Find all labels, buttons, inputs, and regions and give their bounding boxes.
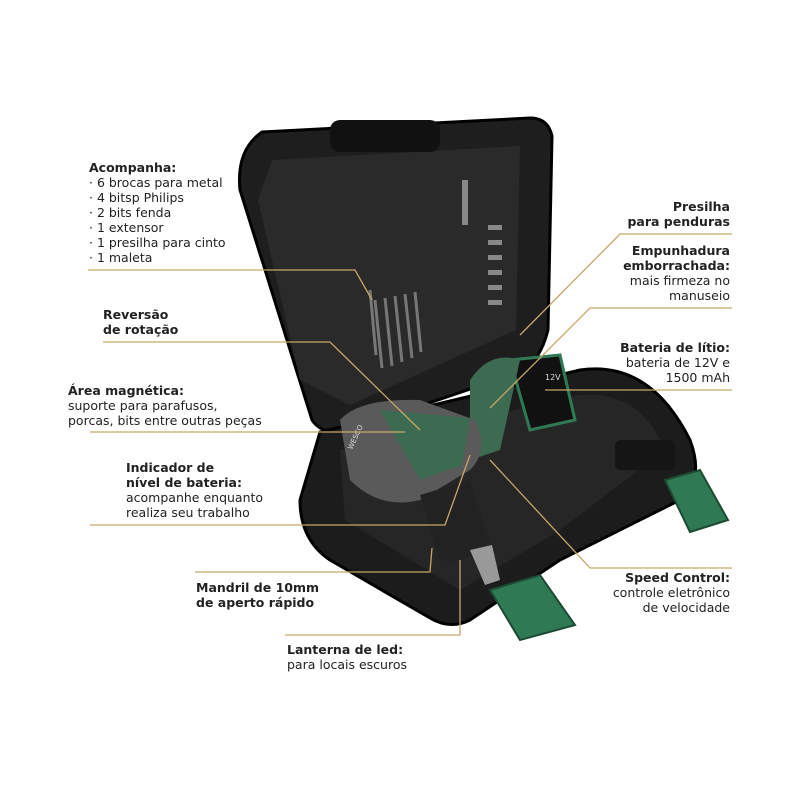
callout-title: Lanterna de led: — [287, 642, 404, 657]
latch-left — [488, 573, 577, 642]
callout-text: porcas, bits entre outras peças — [68, 413, 262, 428]
callout-text: 1500 mAh — [665, 370, 730, 385]
callout-presilha: Presilha para penduras — [627, 199, 730, 229]
callout-reversao: Reversão de rotação — [103, 307, 178, 337]
callout-title: Bateria de lítio: — [620, 340, 730, 355]
battery — [508, 353, 577, 432]
callout-text: suporte para parafusos, — [68, 398, 218, 413]
list-item: · 1 extensor — [89, 220, 164, 235]
callout-title: nível de bateria: — [126, 475, 242, 490]
case-lid-inner — [258, 146, 520, 405]
callout-title: Mandril de 10mm — [196, 580, 320, 595]
list-item: · 2 bits fenda — [89, 205, 172, 220]
case-handle — [330, 120, 440, 152]
callout-text: manuseio — [668, 288, 730, 303]
callout-title: Presilha — [672, 199, 730, 214]
callout-title: Empunhadura — [631, 243, 730, 258]
callout-text: acompanhe enquanto — [126, 490, 264, 505]
callout-speed-control: Speed Control: controle eletrônico de ve… — [613, 570, 730, 615]
screwdriver-bits — [462, 180, 502, 305]
callout-text: bateria de 12V e — [625, 355, 730, 370]
callout-title: de rotação — [103, 322, 179, 337]
callout-title: de aperto rápido — [196, 595, 315, 610]
callout-title: emborrachada: — [623, 258, 730, 273]
callout-empunhadura: Empunhadura emborrachada: mais firmeza n… — [623, 243, 730, 303]
callout-title: Speed Control: — [625, 570, 730, 585]
callout-text: de velocidade — [642, 600, 730, 615]
callout-acompanha: Acompanha: · 6 brocas para metal · 4 bit… — [89, 160, 226, 265]
latch-right — [663, 468, 730, 534]
callout-area-magnetica: Área magnética: suporte para parafusos, … — [68, 383, 262, 428]
callout-bateria: Bateria de lítio: bateria de 12V e 1500 … — [620, 340, 730, 385]
callout-text: controle eletrônico — [612, 585, 730, 600]
callout-title: Reversão — [103, 307, 169, 322]
callout-text: para locais escuros — [287, 657, 408, 672]
callout-title: para penduras — [627, 214, 730, 229]
chuck-tip — [470, 545, 500, 585]
charger — [615, 440, 675, 470]
callout-indicador: Indicador de nível de bateria: acompanhe… — [126, 460, 263, 520]
battery-label: 12V — [545, 373, 561, 382]
callout-title: Área magnética: — [68, 383, 184, 398]
drill-bits — [368, 289, 423, 369]
drill-chuck — [420, 480, 490, 561]
callout-text: mais firmeza no — [629, 273, 730, 288]
drill-grip — [470, 357, 520, 460]
callout-lanterna: Lanterna de led: para locais escuros — [287, 642, 407, 672]
list-item: · 1 presilha para cinto — [89, 235, 226, 250]
list-item: · 6 brocas para metal — [89, 175, 223, 190]
callout-text: realiza seu trabalho — [126, 505, 250, 520]
list-item: · 4 bitsp Philips — [89, 190, 184, 205]
leader-lines — [88, 233, 732, 636]
callout-mandril: Mandril de 10mm de aperto rápido — [196, 580, 319, 610]
callout-title: Acompanha: — [89, 160, 177, 175]
callout-title: Indicador de — [126, 460, 215, 475]
list-item: · 1 maleta — [89, 250, 153, 265]
